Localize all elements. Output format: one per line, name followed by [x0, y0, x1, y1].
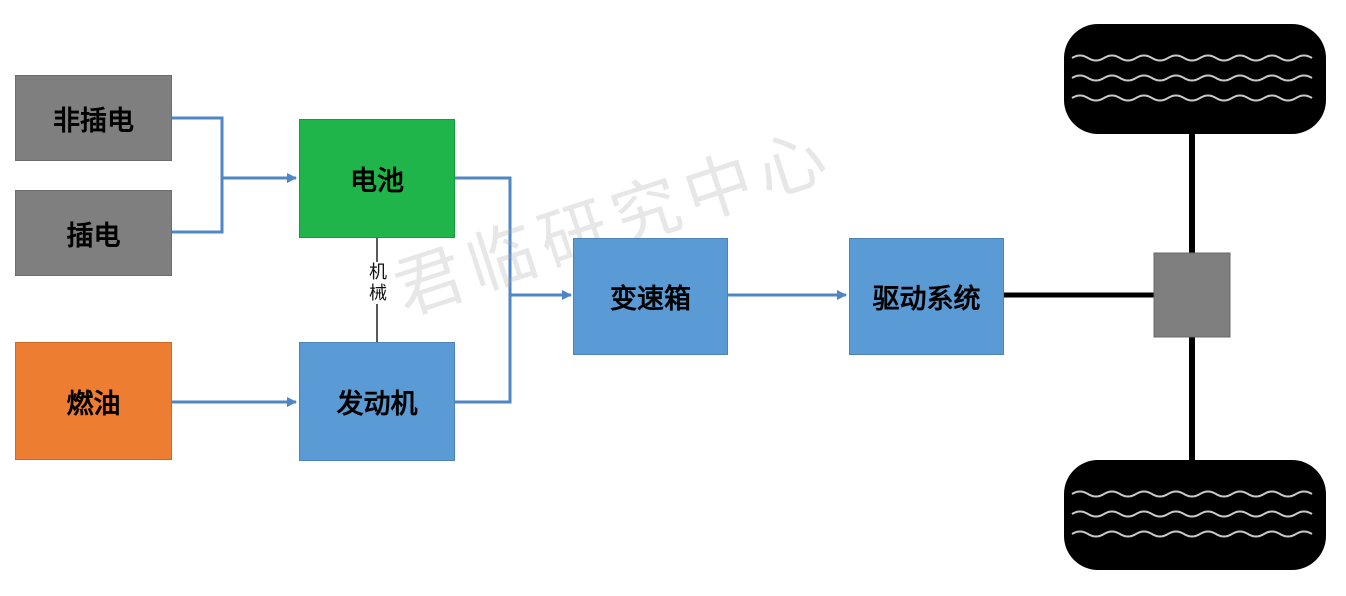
- differential-hub: [1153, 252, 1231, 338]
- drive-system-node: 驱动系统: [849, 238, 1004, 355]
- bottom-wheel-icon: [1064, 460, 1326, 570]
- battery-node: 电池: [299, 119, 455, 238]
- plugin-power-node: 插电: [15, 190, 172, 276]
- connector-engine-to-gearbox: [455, 295, 512, 404]
- connector-battery-to-gearbox: [455, 176, 572, 300]
- non-plugin-power-node: 非插电: [15, 75, 172, 161]
- connector-plugin-to-battery: [172, 178, 224, 234]
- fuel-node: 燃油: [15, 342, 172, 460]
- mechanical-link-label: 机械: [364, 262, 392, 304]
- gearbox-node: 变速箱: [573, 238, 728, 355]
- connector-non-plugin-to-battery: [172, 116, 297, 183]
- engine-node: 发动机: [299, 342, 455, 461]
- top-wheel-icon: [1064, 24, 1326, 134]
